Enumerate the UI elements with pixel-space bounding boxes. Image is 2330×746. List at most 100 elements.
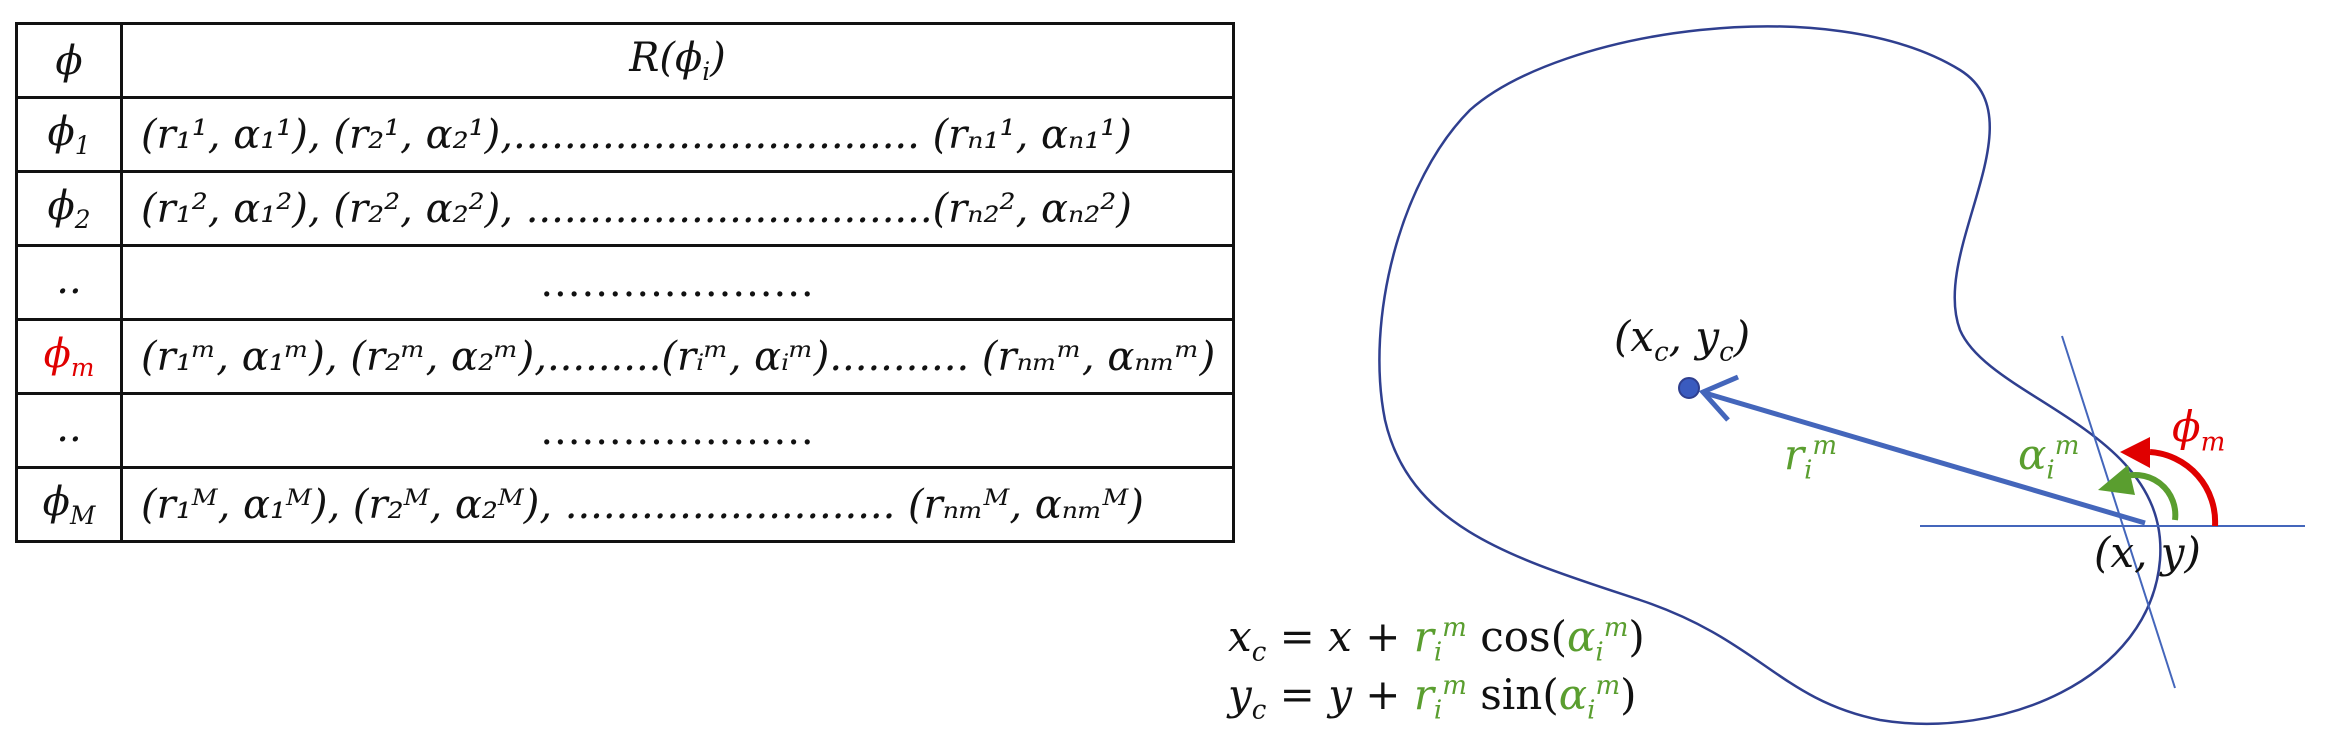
eq2-lhs-sub: c (1251, 695, 1267, 726)
phi-label-text: ϕ (2172, 402, 2201, 451)
row-r-values: (r₁², α₁²), (r₂², α₂²), ................… (120, 170, 1235, 247)
object-boundary (1378, 25, 2162, 725)
row-content: .................... (540, 407, 815, 454)
row-phi-sub: m (70, 353, 95, 382)
row-r-values: .................... (120, 392, 1235, 469)
table-row: ϕm (r₁ᵐ, α₁ᵐ), (r₂ᵐ, α₂ᵐ),.........(rᵢᵐ,… (15, 318, 1235, 395)
header-phi-text: ϕ (55, 37, 83, 84)
eq1-r-sup: m (1442, 613, 1467, 643)
row-phi: ϕ2 (15, 170, 123, 247)
eq2-r-text: r (1413, 670, 1434, 719)
eq1-lhs: x (1228, 612, 1252, 661)
alpha-label-sub: i (2046, 455, 2055, 486)
eq2-r: rim (1413, 670, 1467, 725)
r-label-sub: i (1804, 455, 1813, 486)
point-label: (x, y) (2094, 528, 2201, 577)
row-content: (r₁ᴹ, α₁ᴹ), (r₂ᴹ, α₂ᴹ), ................… (141, 481, 1144, 528)
eq2-fn: sin( (1480, 670, 1559, 719)
eq2-close: ) (1620, 670, 1637, 719)
eq1-r: rim (1413, 612, 1467, 667)
point-label-text: (x, y) (2094, 528, 2201, 577)
row-phi-symbol: ϕ (47, 183, 75, 229)
eq1-r-text: r (1413, 612, 1434, 661)
center-point (1678, 377, 1700, 399)
eq1-alpha-sub: i (1595, 637, 1604, 668)
row-r-values: (r₁ᴹ, α₁ᴹ), (r₂ᴹ, α₂ᴹ), ................… (120, 466, 1235, 543)
r-vector-arrowhead (1698, 374, 1739, 422)
eq2-r-sub: i (1433, 695, 1443, 726)
center-label-x: (x (1614, 312, 1655, 361)
r-table: ϕ R(ϕi) ϕ1 (r₁¹, α₁¹), (r₂¹, α₂¹),......… (15, 22, 1235, 543)
r-label-text: r (1784, 430, 1805, 479)
phi-arrowhead (2120, 437, 2150, 468)
eq2-alpha-sup: m (1595, 671, 1621, 701)
tangent-line (2061, 335, 2176, 689)
header-r-func: R(ϕi) (120, 22, 1235, 99)
table-row: ϕ1 (r₁¹, α₁¹), (r₂¹, α₂¹),..............… (15, 96, 1235, 173)
eq2-alpha: αim (1558, 670, 1621, 725)
row-phi-symbol: .. (56, 405, 82, 451)
row-phi-symbol: ϕ (43, 331, 71, 377)
eq1-close: ) (1628, 612, 1645, 661)
eq2-alpha-sub: i (1587, 695, 1596, 726)
center-label-y-sub: c (1719, 337, 1734, 368)
table-header-row: ϕ R(ϕi) (15, 22, 1235, 99)
eq1-lhs-sub: c (1251, 637, 1267, 668)
eq1-r-sub: i (1433, 637, 1443, 668)
row-r-values: (r₁¹, α₁¹), (r₂¹, α₂¹),.................… (120, 96, 1235, 173)
eq1-alpha-text: α (1566, 612, 1596, 661)
row-r-values: .................... (120, 244, 1235, 321)
row-phi-symbol: ϕ (42, 479, 70, 525)
row-content: (r₁², α₁²), (r₂², α₂²), ................… (141, 185, 1132, 232)
alpha-label-sup: m (2054, 431, 2080, 461)
phi-label: ϕm (2172, 402, 2225, 457)
table-row: .. .................... (15, 392, 1235, 469)
row-phi: ϕM (15, 466, 123, 543)
eq1-fn: cos( (1480, 612, 1567, 661)
row-content: .................... (540, 259, 815, 306)
row-phi: .. (15, 244, 123, 321)
row-phi-symbol: ϕ (47, 109, 75, 155)
table-row: .. .................... (15, 244, 1235, 321)
alpha-label-text: α (2018, 430, 2047, 479)
eq2-fn-text: sin (1480, 670, 1543, 719)
table-row: ϕM (r₁ᴹ, α₁ᴹ), (r₂ᴹ, α₂ᴹ), .............… (15, 466, 1235, 543)
eq1-fn-text: cos (1480, 612, 1551, 661)
eq1-alpha-sup: m (1603, 613, 1629, 643)
row-phi-sub: 1 (74, 131, 91, 160)
row-r-values: (r₁ᵐ, α₁ᵐ), (r₂ᵐ, α₂ᵐ),.........(rᵢᵐ, αᵢ… (120, 318, 1235, 395)
header-r-func-close: ) (710, 35, 726, 81)
eq1-rhs-start: = x + (1266, 612, 1414, 661)
phi-arc (2149, 449, 2219, 527)
header-r-func-text: R(ϕ (629, 35, 703, 81)
alpha-arrowhead (2098, 465, 2135, 495)
row-content: (r₁ᵐ, α₁ᵐ), (r₂ᵐ, α₂ᵐ),.........(rᵢᵐ, αᵢ… (141, 333, 1216, 380)
center-label-x-sub: c (1654, 337, 1669, 368)
center-label-close: ) (1733, 312, 1751, 361)
row-phi-m: ϕm (15, 318, 123, 395)
equation-yc: yc = y + rim sin(αim) (1228, 670, 1637, 725)
header-phi: ϕ (15, 22, 123, 99)
table-row: ϕ2 (r₁², α₁²), (r₂², α₂²), .............… (15, 170, 1235, 247)
eq2-alpha-text: α (1558, 670, 1588, 719)
row-phi-sub: 2 (74, 205, 91, 234)
center-label: (xc, yc) (1614, 312, 1750, 367)
r-label: rim (1784, 430, 1837, 485)
center-label-y: , y (1668, 312, 1720, 361)
eq1-alpha: αim (1566, 612, 1629, 667)
header-r-func-sub: i (702, 57, 711, 86)
r-vector (1704, 390, 2146, 526)
row-phi-sub: M (69, 501, 96, 530)
eq2-lhs: y (1228, 670, 1252, 719)
phi-label-sub: m (2200, 427, 2226, 458)
equation-xc: xc = x + rim cos(αim) (1228, 612, 1645, 667)
alpha-label: αim (2018, 430, 2079, 485)
row-phi: ϕ1 (15, 96, 123, 173)
eq2-rhs-start: = y + (1266, 670, 1414, 719)
eq2-r-sup: m (1442, 671, 1467, 701)
row-phi-symbol: .. (56, 257, 82, 303)
r-label-sup: m (1812, 431, 1838, 461)
row-phi: .. (15, 392, 123, 469)
row-content: (r₁¹, α₁¹), (r₂¹, α₂¹),.................… (141, 111, 1132, 158)
